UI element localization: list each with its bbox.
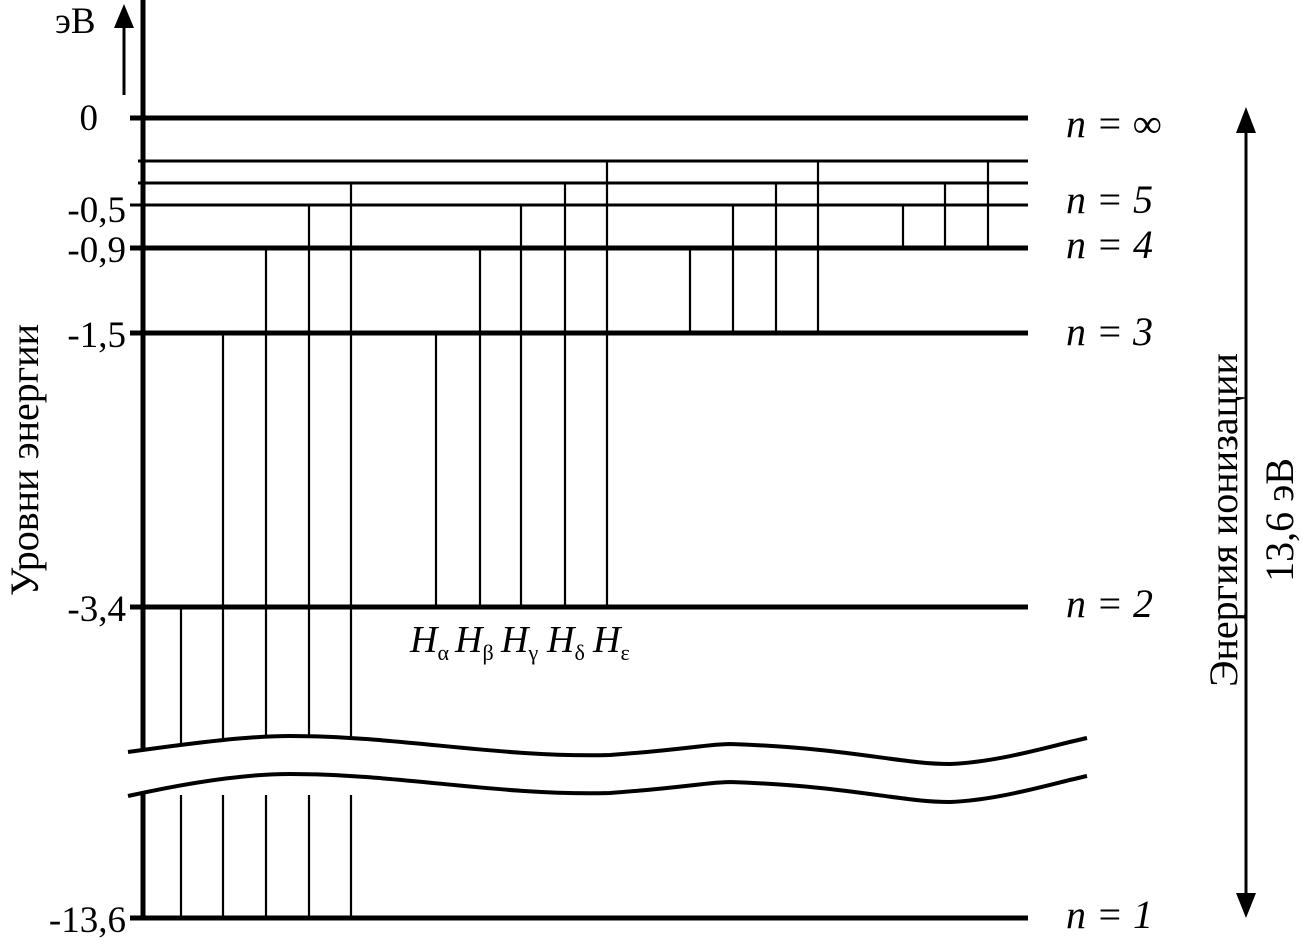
brackett-series xyxy=(901,161,990,248)
balmer-labels: Hα Hβ Hγ Hδ Hε xyxy=(409,619,630,665)
level-label-n5: n = 5 xyxy=(1066,177,1153,222)
balmer-label-epsilon: Hε xyxy=(592,619,630,665)
tick-label-0: 0 xyxy=(80,98,99,139)
axis-break-top xyxy=(127,733,1088,767)
tick-label-n4: -0,9 xyxy=(67,230,126,271)
ionization-arrow-head-top xyxy=(1236,107,1256,133)
level-label-n-infinity: n = ∞ xyxy=(1066,101,1162,146)
unit-arrow-head xyxy=(114,4,134,28)
lyman-series-lower xyxy=(179,795,353,918)
axis-break-bottom xyxy=(127,771,1088,805)
level-label-n3: n = 3 xyxy=(1066,309,1153,354)
balmer-label-beta: Hβ xyxy=(454,619,494,665)
axis-break-band xyxy=(128,736,1087,802)
tick-label-n3: -1,5 xyxy=(67,315,126,356)
axis-title: Уровни энергии xyxy=(2,324,47,596)
unit-label: эВ xyxy=(55,1,96,42)
ionization-arrow-head-bottom xyxy=(1236,893,1256,918)
level-label-n1: n = 1 xyxy=(1066,892,1153,937)
balmer-label-alpha: Hα xyxy=(409,619,449,665)
balmer-series xyxy=(434,161,609,607)
ionization-label: Энергия ионизации xyxy=(1201,353,1246,687)
level-label-n2: n = 2 xyxy=(1066,581,1153,626)
tick-label-n5: -0,5 xyxy=(67,190,126,231)
lyman-series-upper xyxy=(179,183,353,760)
ionization-value: 13,6 эВ xyxy=(1257,458,1302,582)
balmer-label-delta: Hδ xyxy=(546,619,585,665)
paschen-series xyxy=(688,161,820,333)
tick-label-n2: -3,4 xyxy=(67,589,126,630)
level-label-n4: n = 4 xyxy=(1066,222,1153,267)
tick-label-n1: -13,6 xyxy=(49,900,126,941)
balmer-label-gamma: Hγ xyxy=(500,619,538,665)
